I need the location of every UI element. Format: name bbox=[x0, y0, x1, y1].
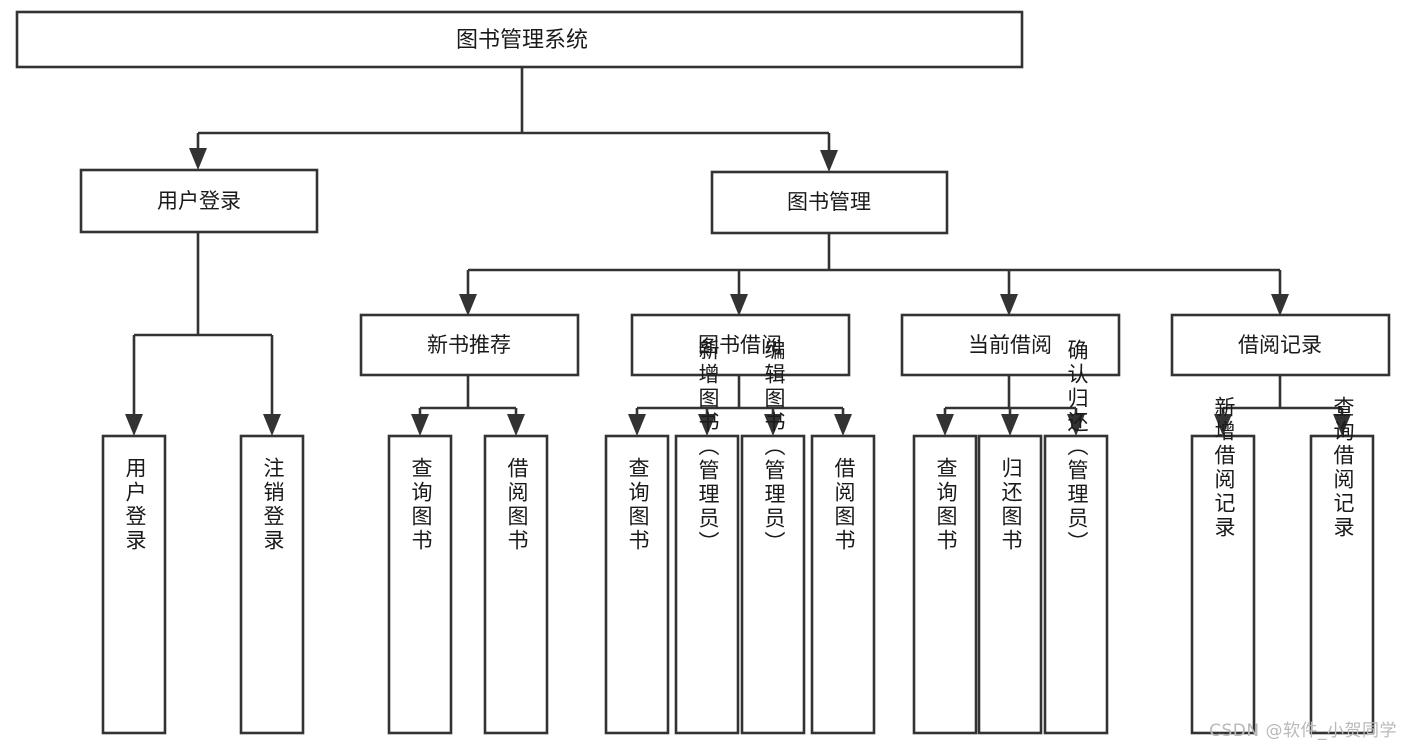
arrow-to-new-book-recommend bbox=[459, 294, 477, 316]
node-book-borrow[interactable]: 图书借阅 bbox=[630, 313, 851, 377]
leaf-box[interactable] bbox=[810, 434, 876, 735]
book-borrow-box[interactable] bbox=[630, 313, 851, 377]
current-borrow-label: 当前借阅 bbox=[968, 333, 1052, 357]
leaf-nbr-borrow-book[interactable]: 借阅图书 bbox=[483, 434, 549, 735]
arrow-to-book-borrow bbox=[730, 294, 748, 316]
book-management-box[interactable] bbox=[710, 170, 949, 235]
leaf-label: 借阅图书 bbox=[832, 457, 856, 553]
leaf-box[interactable] bbox=[1043, 434, 1109, 735]
user-login-box[interactable] bbox=[79, 168, 319, 234]
root-label: 图书管理系统 bbox=[456, 28, 588, 53]
new-book-recommend-box[interactable] bbox=[359, 313, 580, 377]
leaf-cb-confirm-return[interactable]: 确认归还（管理员） bbox=[1043, 339, 1109, 735]
arrow-cb-child-1 bbox=[936, 414, 954, 436]
leaf-box[interactable] bbox=[1309, 434, 1375, 735]
leaf-box[interactable] bbox=[1190, 434, 1256, 735]
leaf-label: 查询图书 bbox=[934, 457, 958, 553]
leaf-box[interactable] bbox=[740, 434, 806, 735]
node-current-borrow[interactable]: 当前借阅 bbox=[900, 313, 1121, 377]
current-borrow-box[interactable] bbox=[900, 313, 1121, 377]
book-borrow-label: 图书借阅 bbox=[698, 333, 782, 357]
node-book-management[interactable]: 图书管理 bbox=[710, 170, 949, 235]
leaf-label: 查询图书 bbox=[409, 457, 433, 553]
leaf-box[interactable] bbox=[674, 434, 740, 735]
book-management-label: 图书管理 bbox=[787, 190, 871, 214]
leaf-user-login-action[interactable]: 用户登录 bbox=[101, 434, 167, 735]
leaf-box[interactable] bbox=[483, 434, 549, 735]
connector-layer bbox=[125, 67, 1351, 436]
leaf-br-query-record[interactable]: 查询借阅记录 bbox=[1309, 396, 1375, 735]
borrow-record-label: 借阅记录 bbox=[1238, 333, 1322, 357]
leaf-label: 新增图书（管理员） bbox=[696, 339, 720, 555]
borrow-record-box[interactable] bbox=[1170, 313, 1391, 377]
leaf-label: 查询借阅记录 bbox=[1331, 396, 1355, 540]
leaf-label: 确认归还（管理员） bbox=[1065, 339, 1089, 555]
leaf-box[interactable] bbox=[387, 434, 453, 735]
leaf-bb-edit-book[interactable]: 编辑图书（管理员） bbox=[740, 339, 806, 735]
leaf-box[interactable] bbox=[604, 434, 670, 735]
leaf-label: 用户登录 bbox=[123, 457, 147, 553]
arrow-to-user-login bbox=[189, 148, 207, 170]
arrow-cb-child-2 bbox=[1001, 414, 1019, 436]
leaf-bb-borrow-book[interactable]: 借阅图书 bbox=[810, 434, 876, 735]
leaf-label: 借阅图书 bbox=[505, 457, 529, 553]
leaf-nbr-query-book[interactable]: 查询图书 bbox=[387, 434, 453, 735]
leaf-user-logout-action[interactable]: 注销登录 bbox=[239, 434, 305, 735]
leaf-br-add-record[interactable]: 新增借阅记录 bbox=[1190, 396, 1256, 735]
csdn-watermark: CSDN @软件_小贺同学 bbox=[1209, 721, 1397, 741]
node-root[interactable]: 图书管理系统 bbox=[15, 10, 1024, 69]
leaf-box[interactable] bbox=[239, 434, 305, 735]
leaf-bb-add-book[interactable]: 新增图书（管理员） bbox=[674, 339, 740, 735]
user-login-label: 用户登录 bbox=[157, 189, 241, 213]
arrow-to-current-borrow bbox=[1000, 294, 1018, 316]
leaf-box[interactable] bbox=[912, 434, 978, 735]
leaf-cb-query-book[interactable]: 查询图书 bbox=[912, 434, 978, 735]
arrow-to-borrow-record bbox=[1271, 294, 1289, 316]
leaf-cb-return-book[interactable]: 归还图书 bbox=[977, 434, 1043, 735]
arrow-nbr-child-2 bbox=[507, 414, 525, 436]
arrow-to-book-management bbox=[820, 150, 838, 172]
leaf-box[interactable] bbox=[101, 434, 167, 735]
arrow-user-login-child-1 bbox=[125, 414, 143, 436]
leaf-box[interactable] bbox=[977, 434, 1043, 735]
root-box[interactable] bbox=[15, 10, 1024, 69]
leaf-bb-query-book[interactable]: 查询图书 bbox=[604, 434, 670, 735]
arrow-user-login-child-2 bbox=[263, 414, 281, 436]
leaf-label: 新增借阅记录 bbox=[1212, 396, 1236, 540]
node-new-book-recommend[interactable]: 新书推荐 bbox=[359, 313, 580, 377]
leaf-label: 编辑图书（管理员） bbox=[762, 339, 786, 555]
arrow-nbr-child-1 bbox=[411, 414, 429, 436]
new-book-recommend-label: 新书推荐 bbox=[427, 333, 511, 357]
arrow-bb-child-1 bbox=[628, 414, 646, 436]
node-user-login[interactable]: 用户登录 bbox=[79, 168, 319, 234]
node-borrow-record[interactable]: 借阅记录 bbox=[1170, 313, 1391, 377]
leaf-label: 注销登录 bbox=[261, 457, 285, 553]
leaf-label: 查询图书 bbox=[626, 457, 650, 553]
arrow-bb-child-4 bbox=[834, 414, 852, 436]
leaf-label: 归还图书 bbox=[999, 457, 1023, 553]
